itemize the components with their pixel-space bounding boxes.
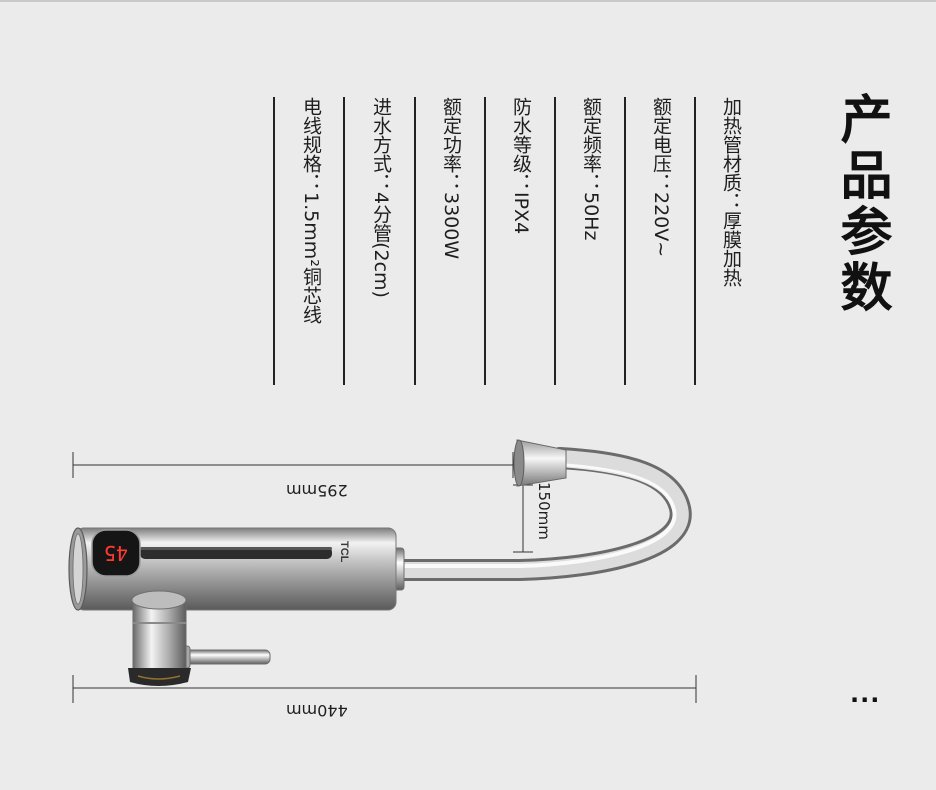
param-rated-voltage: 额定电压：220V~ <box>641 97 681 385</box>
param-label: 额定频率： <box>580 97 602 192</box>
dimension-label-440: 440mm <box>286 701 348 720</box>
param-label: 额定功率： <box>440 97 462 192</box>
param-label: 额定电压： <box>650 97 672 192</box>
param-divider <box>694 97 696 385</box>
param-divider <box>484 97 486 385</box>
param-value: IPX4 <box>510 192 532 235</box>
param-value: 50Hz <box>580 192 602 241</box>
param-value: 4分管(2cm) <box>370 192 392 298</box>
param-label: 进水方式： <box>370 97 392 192</box>
dimension-line-295 <box>72 452 514 478</box>
dimension-line-440 <box>72 675 697 703</box>
param-value: 1.5mm²铜芯线 <box>300 192 322 324</box>
param-divider <box>273 97 275 385</box>
top-divider <box>0 0 936 2</box>
param-rated-power: 额定功率：3300W <box>431 97 471 385</box>
display-digits: 45 <box>104 541 128 565</box>
param-divider <box>554 97 556 385</box>
brand-logo: TCL <box>338 541 350 563</box>
param-divider <box>343 97 345 385</box>
param-value: 厚膜加热 <box>720 211 742 287</box>
param-waterproof-grade: 防水等级：IPX4 <box>501 97 541 385</box>
param-wire-spec: 电线规格：1.5mm²铜芯线 <box>291 97 331 385</box>
param-heating-material: 加热管材质：厚膜加热 <box>711 97 751 385</box>
dimension-label-150: 150mm <box>535 482 553 540</box>
param-value: 220V~ <box>650 192 672 258</box>
page-title: 产品参数 <box>831 92 891 316</box>
param-label: 加热管材质： <box>720 97 742 211</box>
param-label: 电线规格： <box>300 97 322 192</box>
param-water-inlet: 进水方式：4分管(2cm) <box>361 97 401 385</box>
dimension-label-295: 295mm <box>286 481 348 500</box>
param-divider <box>414 97 416 385</box>
param-divider <box>624 97 626 385</box>
param-label: 防水等级： <box>510 97 532 192</box>
param-rated-frequency: 额定频率：50Hz <box>571 97 611 385</box>
temperature-display <box>91 529 141 577</box>
param-value: 3300W <box>440 192 462 260</box>
more-icon: ... <box>850 680 881 708</box>
